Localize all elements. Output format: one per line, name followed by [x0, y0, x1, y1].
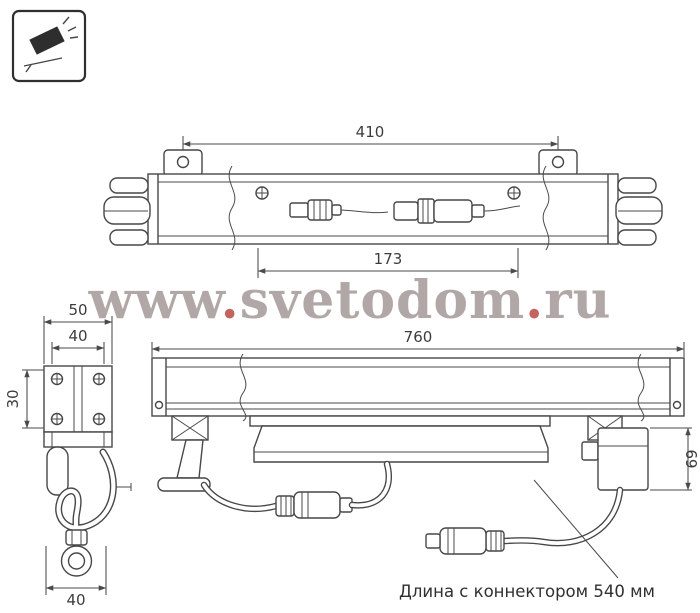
break-mark	[239, 353, 247, 422]
fixture-bar-front	[151, 357, 685, 417]
dim-760-label: 760	[404, 328, 433, 346]
dimension-173: 173	[257, 248, 519, 278]
screw-icon	[507, 186, 521, 200]
screw-icon	[92, 372, 106, 386]
dim-69-label: 69	[683, 449, 700, 468]
dimension-40-top: 40	[51, 327, 105, 364]
dim-40-top-label: 40	[68, 327, 87, 345]
bracket-plate	[43, 365, 113, 433]
front-view: 760	[151, 328, 700, 601]
profile-and-arm	[43, 431, 132, 496]
dimension-760: 760	[151, 328, 685, 357]
cable-connector-pair	[200, 460, 392, 519]
screw-icon	[255, 186, 269, 200]
top-view: 410	[103, 123, 663, 278]
dimension-40-bottom: 40	[45, 546, 107, 609]
dim-50-label: 50	[68, 301, 87, 319]
screw-icon	[50, 372, 64, 386]
dim-30-label: 30	[4, 389, 22, 408]
mounting-tab-right	[538, 149, 578, 177]
dim-40-bottom-label: 40	[66, 591, 85, 609]
mounting-tab-left	[163, 149, 203, 177]
dimension-69: 69	[650, 427, 700, 491]
end-yoke-right	[615, 177, 663, 246]
connector-end-icon	[60, 529, 93, 577]
driver-box	[249, 415, 551, 463]
dim-173-label: 173	[374, 250, 403, 268]
leader-line	[533, 479, 619, 579]
bracket-left-front	[157, 415, 211, 492]
break-mark	[228, 165, 236, 251]
screw-icon	[50, 412, 64, 426]
dimension-50: 50	[43, 301, 113, 364]
bracket-right-front	[581, 415, 649, 491]
cable-loose-connector	[425, 486, 624, 555]
floodlight-icon	[11, 9, 87, 83]
dim-410-label: 410	[356, 123, 385, 141]
side-view: 50 40 30	[4, 301, 132, 609]
screw-icon	[92, 412, 106, 426]
end-yoke-left	[103, 177, 151, 246]
dimension-30: 30	[4, 369, 44, 429]
connector-length-note: Длина с коннектором 540 мм	[399, 582, 655, 601]
break-mark	[542, 165, 550, 251]
dimension-410: 410	[182, 123, 559, 163]
cable-loop	[55, 448, 117, 535]
break-mark	[637, 353, 645, 422]
cable-connector-top	[289, 198, 521, 224]
